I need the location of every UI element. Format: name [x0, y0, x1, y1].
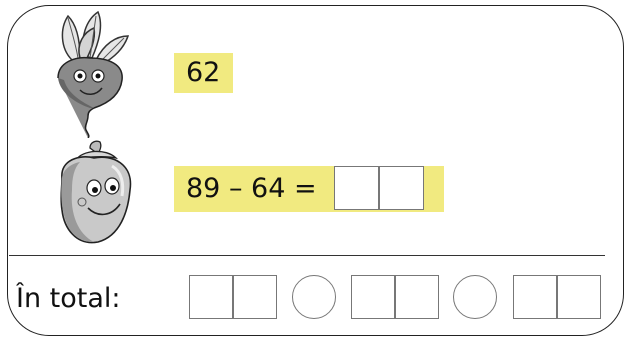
operator-circle-1[interactable]: [292, 275, 336, 319]
subtraction-expression: 89 – 64 =: [186, 173, 317, 204]
total-box-6[interactable]: [557, 275, 601, 319]
value-highlight: [174, 53, 233, 93]
total-box-2[interactable]: [233, 275, 277, 319]
answer-box-units[interactable]: [379, 166, 424, 210]
total-box-1[interactable]: [189, 275, 233, 319]
pepper-icon: [60, 140, 132, 244]
divider: [9, 255, 605, 256]
total-box-4[interactable]: [395, 275, 439, 319]
exercise-card: [7, 5, 624, 336]
total-box-3[interactable]: [351, 275, 395, 319]
total-label: În total:: [16, 283, 121, 314]
total-box-5[interactable]: [513, 275, 557, 319]
beet-value: 62: [186, 57, 221, 88]
operator-circle-2[interactable]: [453, 275, 497, 319]
beet-icon: [57, 10, 130, 138]
answer-box-tens[interactable]: [334, 166, 379, 210]
